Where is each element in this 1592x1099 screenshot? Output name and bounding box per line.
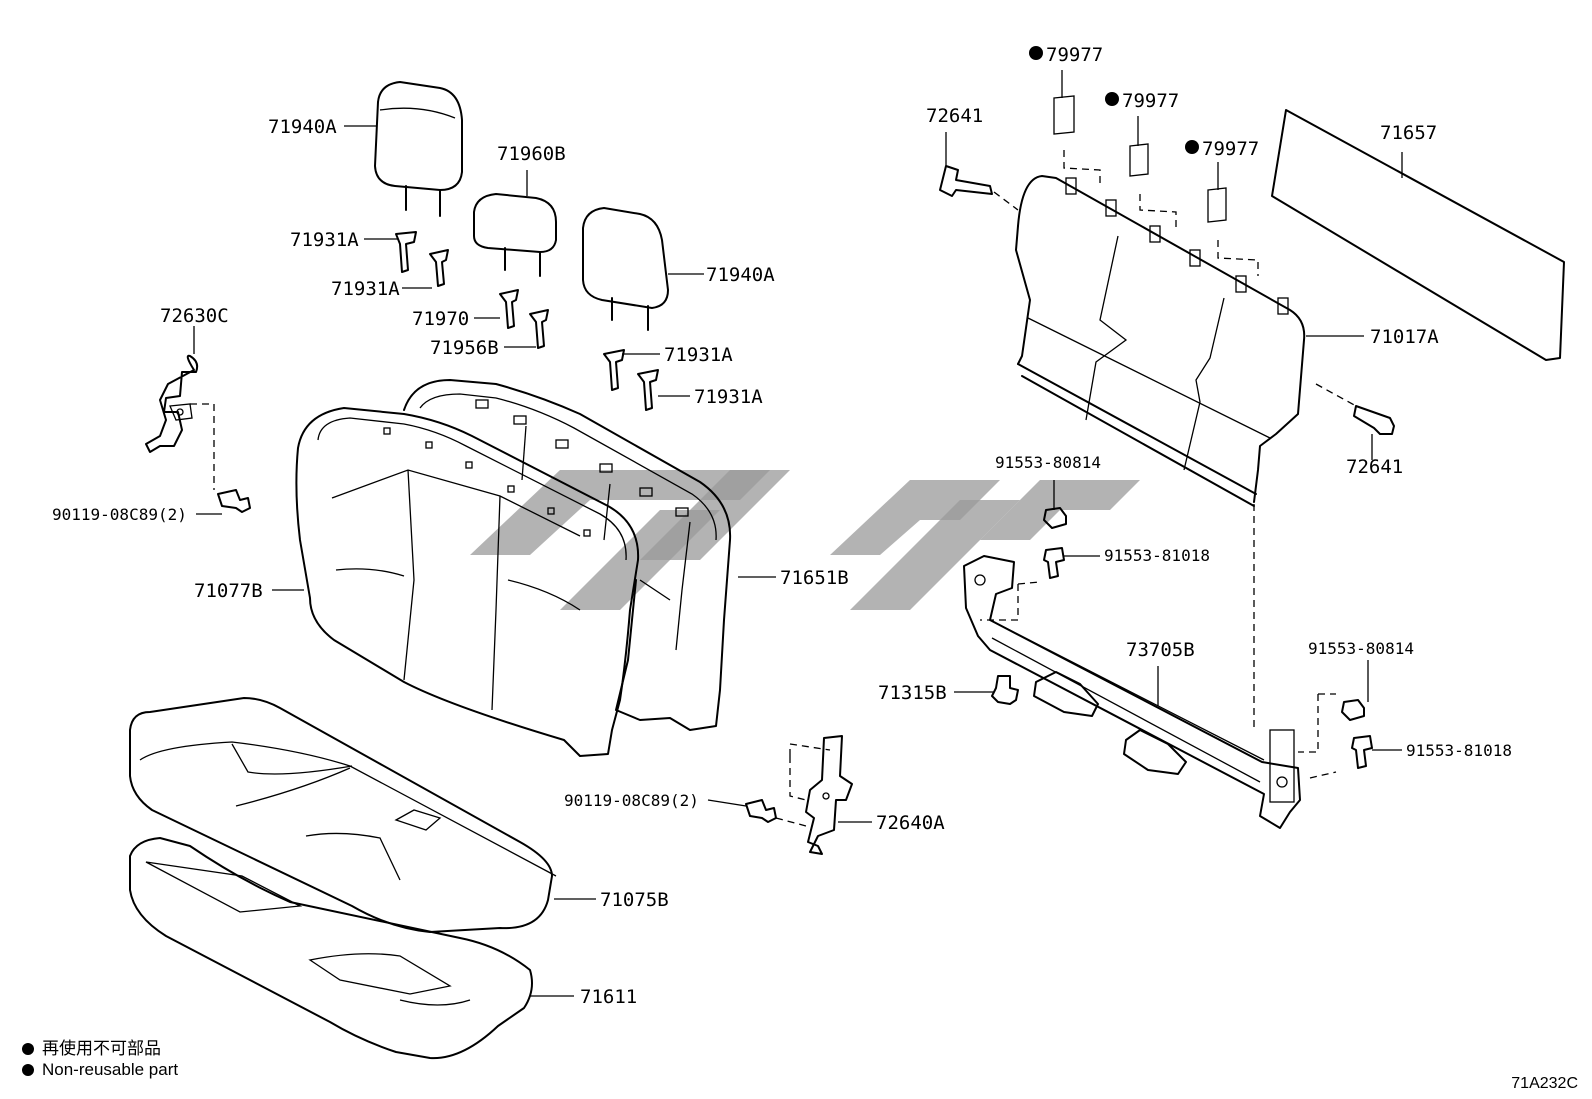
label-71940A-right: 71940A bbox=[706, 264, 775, 286]
label-91553-81018-upper: 91553-81018 bbox=[1104, 546, 1210, 565]
part-labels: 71940A 71960B 71931A 71931A 71970 71956B… bbox=[52, 44, 1512, 1008]
label-71970: 71970 bbox=[412, 308, 469, 330]
label-90119-right: 90119-08C89(2) bbox=[564, 791, 699, 810]
bolt-91553-80814-lower bbox=[1341, 699, 1365, 721]
seat-back-board bbox=[1271, 109, 1565, 361]
label-72630C: 72630C bbox=[160, 305, 229, 327]
label-90119-left: 90119-08C89(2) bbox=[52, 505, 187, 524]
bolt-right bbox=[745, 799, 777, 823]
label-71315B: 71315B bbox=[878, 682, 947, 704]
hinge-bracket-right bbox=[805, 735, 853, 855]
bolt-91553-80814-upper bbox=[1043, 507, 1067, 529]
filled-circle-icon bbox=[22, 1043, 34, 1055]
seat-cushion-pad bbox=[129, 837, 533, 1060]
clips-79977 bbox=[1053, 95, 1227, 223]
label-72641-bottom: 72641 bbox=[1346, 456, 1403, 478]
label-72640A: 72640A bbox=[876, 812, 945, 834]
seat-back-frame bbox=[1015, 175, 1306, 507]
label-91553-81018-lower: 91553-81018 bbox=[1406, 741, 1512, 760]
label-79977-3: 79977 bbox=[1202, 138, 1259, 160]
label-71657: 71657 bbox=[1380, 122, 1437, 144]
label-71931A-1: 71931A bbox=[290, 229, 359, 251]
bolt-71315B bbox=[991, 675, 1019, 705]
seat-frame-bar bbox=[963, 555, 1301, 829]
label-71931A-2: 71931A bbox=[331, 278, 400, 300]
watermark-logo bbox=[470, 470, 1140, 610]
label-71956B: 71956B bbox=[430, 337, 499, 359]
label-79977-1: 79977 bbox=[1046, 44, 1103, 66]
label-91553-80814-upper: 91553-80814 bbox=[995, 453, 1101, 472]
headrest-left bbox=[374, 81, 463, 217]
bolt-91553-81018-lower bbox=[1351, 735, 1373, 769]
legend-line-japanese: 再使用不可部品 bbox=[22, 1034, 161, 1059]
bolt-72641-right bbox=[1353, 405, 1395, 435]
label-71960B: 71960B bbox=[497, 143, 566, 165]
headrest-supports bbox=[395, 231, 659, 411]
hinge-bracket-left bbox=[145, 354, 199, 453]
non-reusable-markers bbox=[1029, 46, 1199, 154]
label-72641-top: 72641 bbox=[926, 105, 983, 127]
headrest-right bbox=[582, 207, 669, 331]
seat-cushion bbox=[129, 697, 557, 933]
diagram-code: 71A232C bbox=[1511, 1075, 1578, 1092]
bolt-left bbox=[217, 489, 251, 513]
leader-lines bbox=[193, 70, 1403, 997]
label-79977-2: 79977 bbox=[1122, 90, 1179, 112]
headrest-center bbox=[473, 193, 557, 277]
label-71651B: 71651B bbox=[780, 567, 849, 589]
seat-back-pad bbox=[403, 379, 732, 731]
label-71611: 71611 bbox=[580, 986, 637, 1008]
label-71931A-4: 71931A bbox=[694, 386, 763, 408]
label-71017A: 71017A bbox=[1370, 326, 1439, 348]
legend-text-english: Non-reusable part bbox=[42, 1060, 179, 1079]
label-71075B: 71075B bbox=[600, 889, 669, 911]
label-73705B: 73705B bbox=[1126, 639, 1195, 661]
legend-line-english: Non-reusable part bbox=[22, 1060, 178, 1080]
label-71940A-left: 71940A bbox=[268, 116, 337, 138]
bolt-72641-left bbox=[939, 165, 993, 197]
label-91553-80814-lower: 91553-80814 bbox=[1308, 639, 1414, 658]
bolt-91553-81018-upper bbox=[1043, 547, 1065, 579]
legend-text-japanese: 再使用不可部品 bbox=[42, 1039, 161, 1058]
label-71931A-3: 71931A bbox=[664, 344, 733, 366]
label-71077B: 71077B bbox=[194, 580, 263, 602]
filled-circle-icon bbox=[22, 1064, 34, 1076]
seat-back-left bbox=[295, 407, 640, 757]
